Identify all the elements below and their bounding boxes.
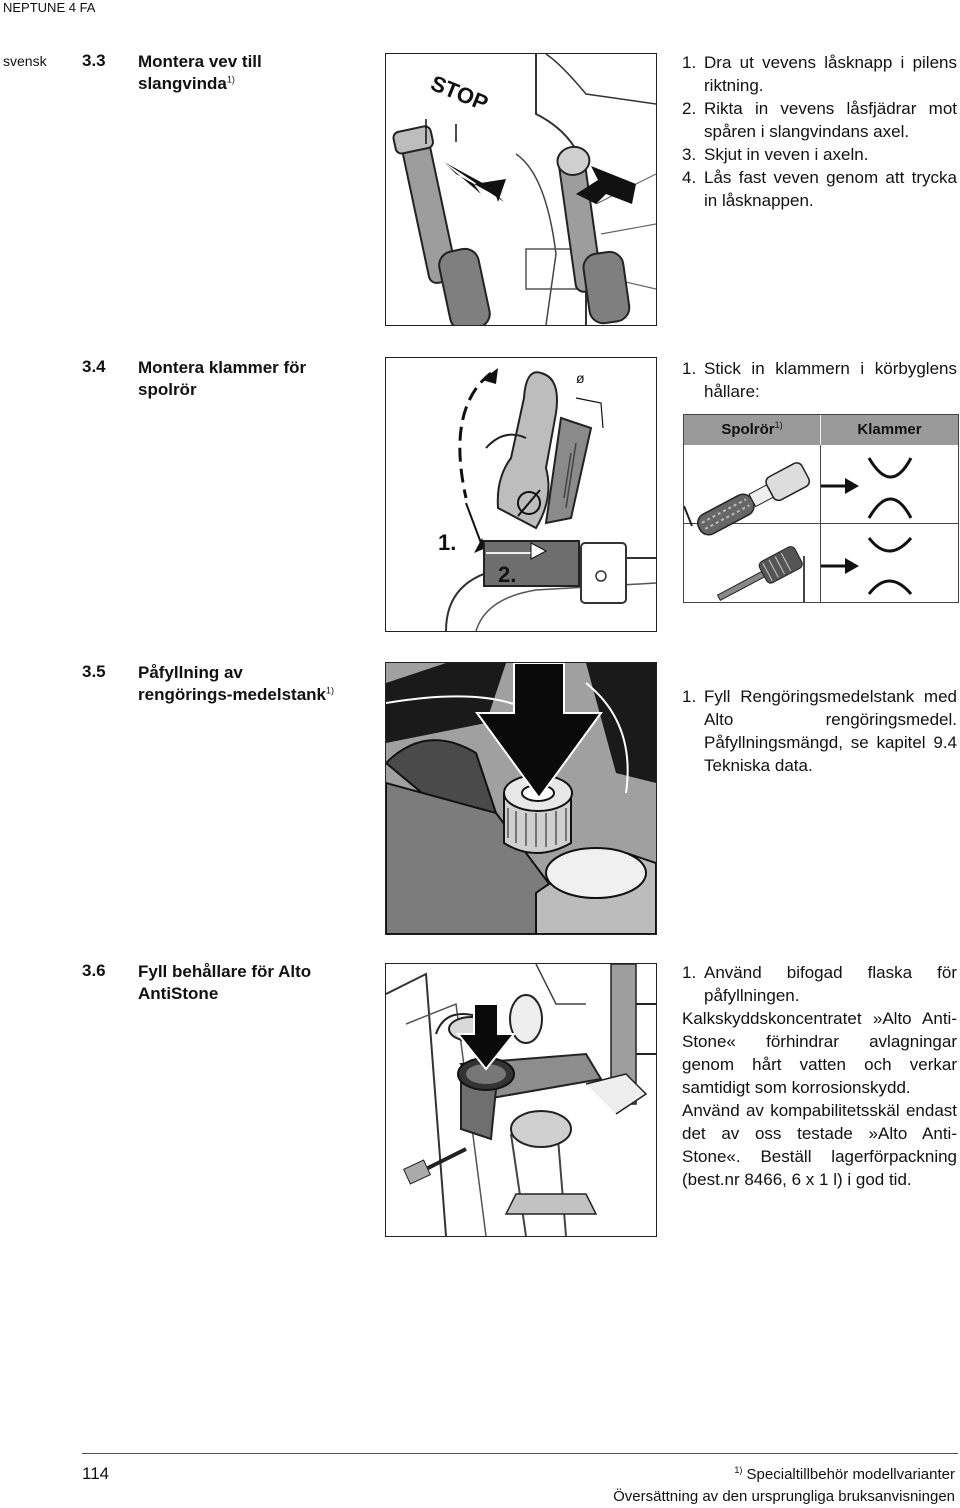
figure-antistone-container xyxy=(385,963,657,1237)
step-item: 3.Skjut in veven i axeln. xyxy=(682,145,869,164)
table-header-klammer: Klammer xyxy=(821,415,958,445)
figure-crank-mounting: STOP xyxy=(385,53,657,326)
footer-divider xyxy=(82,1453,958,1454)
nozzle-clamp-table: Spolrör1) Klammer xyxy=(683,414,959,603)
section-3-6-number: 3.6 xyxy=(82,961,106,980)
step-item: 4.Lås fast veven genom att trycka in lås… xyxy=(682,168,957,210)
section-3-3-number: 3.3 xyxy=(82,51,106,70)
step-item: 1.Använd bifogad flaska för påfyllningen… xyxy=(682,963,957,1005)
section-3-3-title: Montera vev till slangvinda1) xyxy=(138,52,262,93)
figure-detergent-tank xyxy=(385,662,657,935)
step-item: 1.Fyll Rengöringsmedelstank med Alto ren… xyxy=(682,687,957,775)
section-3-6-body: 1.Använd bifogad flaska för påfyllningen… xyxy=(682,961,957,1191)
step-1-label: 1. xyxy=(438,530,456,555)
language-label: svensk xyxy=(3,53,47,69)
section-3-4-steps: 1.Stick in klammern i körbyglens hållare… xyxy=(682,357,957,403)
header-product: NEPTUNE 4 FA xyxy=(3,0,96,15)
step-2-label: 2. xyxy=(498,562,516,587)
section-3-6-title: Fyll behållare för Alto AntiStone xyxy=(138,962,312,1003)
step-item: 1.Dra ut vevens låsknapp i pilens riktni… xyxy=(682,53,957,95)
table-header-spolror: Spolrör1) xyxy=(684,415,821,445)
stop-label: STOP xyxy=(427,70,492,115)
paragraph: Använd av kompabilitetsskäl endast det a… xyxy=(682,1101,957,1189)
diameter-label: ø xyxy=(576,370,585,386)
figure-clamp-mounting: ø 1. 2. xyxy=(385,357,657,632)
lance-images xyxy=(684,462,811,602)
footnote: 1) Specialtillbehör modellvarianter xyxy=(734,1465,955,1484)
translation-note: Översättning av den ursprungliga bruksan… xyxy=(613,1488,955,1505)
section-3-4-title: Montera klammer för spolrör xyxy=(138,358,307,399)
page-number: 114 xyxy=(82,1464,110,1483)
section-3-3-steps: 1.Dra ut vevens låsknapp i pilens riktni… xyxy=(682,51,957,212)
step-item: 2.Rikta in vevens låsfjädrar mot spåren … xyxy=(682,99,957,141)
clamp-shapes xyxy=(821,457,913,595)
step-item: 1.Stick in klammern i körbyglens hållare… xyxy=(682,359,957,401)
section-3-5-number: 3.5 xyxy=(82,662,106,681)
section-3-4-number: 3.4 xyxy=(82,357,106,376)
footer-notes: 1) Specialtillbehör modellvarianter Över… xyxy=(613,1464,955,1508)
section-3-5-title: Påfyllning av rengörings-medelstank1) xyxy=(138,663,335,704)
paragraph: Kalkskyddskoncentratet »Alto Anti-Stone«… xyxy=(682,1009,957,1097)
section-3-5-steps: 1.Fyll Rengöringsmedelstank med Alto ren… xyxy=(682,685,957,777)
